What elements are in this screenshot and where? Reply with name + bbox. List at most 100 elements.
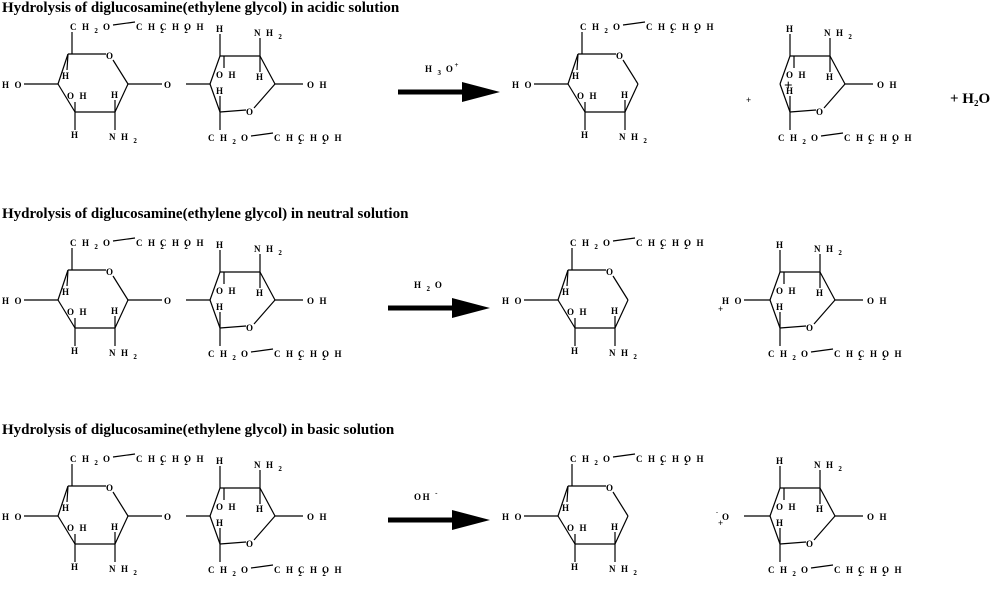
ring-oxygen-label: O: [106, 267, 115, 277]
bond: [112, 21, 136, 26]
ch2o-label: C H 2: [778, 133, 808, 146]
ch2-label: C H 2: [834, 565, 864, 578]
hydrogen-label: H: [62, 287, 71, 297]
bond: [57, 515, 76, 545]
bond: [250, 564, 274, 569]
bond: [253, 515, 276, 541]
bond: [57, 83, 76, 113]
ch2-label: C H 2: [274, 133, 304, 146]
bond: [813, 515, 836, 541]
bond: [576, 53, 579, 71]
bond: [823, 83, 846, 109]
hydroxyl-label: O H: [67, 307, 88, 317]
ch2-label: C H 2: [844, 133, 874, 146]
ch2-label: C H 2: [834, 349, 864, 362]
ether-o-label: O: [103, 454, 112, 464]
ether-o-label: O: [103, 238, 112, 248]
hydrogen-label: H: [256, 504, 265, 514]
hydroxyl-label: O H: [786, 70, 807, 80]
bond: [779, 325, 807, 329]
hydroxyl-label: O H: [567, 523, 588, 533]
ring-oxygen-label: O: [606, 483, 615, 493]
ether-o-label: O: [801, 565, 810, 575]
hydroxyl-label: H O: [2, 512, 23, 522]
bond: [624, 83, 639, 113]
hydrogen-label: H: [571, 562, 580, 572]
hydrogen-label: H: [816, 288, 825, 298]
hydrogen-label: H: [826, 72, 835, 82]
bond: [57, 269, 69, 301]
hydroxyl-label: H O: [502, 296, 523, 306]
bond: [66, 53, 69, 71]
bond: [209, 487, 221, 517]
hydrogen-label: H: [111, 306, 120, 316]
ch2o-label: C H 2: [208, 133, 238, 146]
hydrogen-label: H: [776, 518, 785, 528]
hydroxyl-label: O H: [776, 286, 797, 296]
bond: [612, 237, 636, 242]
ring-oxygen-label: O: [606, 267, 615, 277]
bond: [57, 485, 69, 517]
bond: [209, 271, 221, 301]
bond: [566, 269, 569, 287]
ring-oxygen-label: O: [246, 323, 255, 333]
amine-label: N H 2: [109, 132, 139, 145]
ring-oxygen-label: O: [106, 483, 115, 493]
bond: [259, 487, 276, 517]
bond: [612, 453, 636, 458]
ch2-label: C H 2: [160, 22, 190, 35]
ether-o-label: O: [103, 22, 112, 32]
hydrogen-label: H: [62, 71, 71, 81]
ch2-label: C H 2: [136, 22, 166, 35]
bond: [769, 487, 781, 517]
bond: [829, 55, 846, 85]
hydrogen-label: H: [611, 306, 620, 316]
ch2-label: C H 2: [160, 454, 190, 467]
ether-o-label: O: [603, 238, 612, 248]
hydrogen-label: H: [216, 24, 225, 34]
oh-label: O H: [684, 454, 705, 464]
ring-oxygen-label: O: [806, 323, 815, 333]
ch2o-label: C H 2: [768, 349, 798, 362]
ch2-label: C H 2: [858, 349, 888, 362]
amine-label: N H 2: [109, 564, 139, 577]
ch2-label: C H 2: [858, 565, 888, 578]
reagent-label: H 3 O+: [425, 61, 460, 77]
bond: [66, 485, 69, 503]
bond: [219, 541, 247, 545]
hydrogen-label: H: [776, 456, 785, 466]
bond: [57, 299, 76, 329]
bond: [112, 237, 136, 242]
hydrogen-label: H: [562, 287, 571, 297]
hydroxyl-label: O H: [877, 80, 898, 90]
hydroxyl-label: H O: [2, 80, 23, 90]
hydrogen-label: H: [71, 130, 80, 140]
bond: [209, 55, 221, 85]
oh-label: O H: [694, 22, 715, 32]
hydrogen-label: H: [216, 240, 225, 250]
bond: [567, 53, 579, 85]
hydroxyl-label: O H: [216, 286, 237, 296]
ring-oxygen-label: O: [246, 539, 255, 549]
hydroxyl-label: O H: [307, 296, 328, 306]
bond: [219, 109, 247, 113]
plus-sign: +: [718, 518, 725, 528]
hydrogen-label: H: [786, 24, 795, 34]
glycosidic-oxygen-label: O: [164, 80, 173, 90]
ch2-label: C H 2: [274, 349, 304, 362]
ch2-label: C H 2: [646, 22, 676, 35]
bond: [557, 299, 576, 329]
hydroxyl-label: O H: [577, 91, 598, 101]
ether-o-label: O: [811, 133, 820, 143]
oh-label: O H: [184, 22, 205, 32]
reaction-arrow: [388, 298, 490, 318]
ether-o-label: O: [603, 454, 612, 464]
bond: [66, 269, 69, 287]
bond: [820, 132, 844, 137]
ether-o-label: O: [613, 22, 622, 32]
glycosidic-oxygen-label: O: [164, 512, 173, 522]
hydroxyl-label: O H: [867, 296, 888, 306]
oh-label: O H: [892, 133, 913, 143]
ch2-label: C H 2: [868, 133, 898, 146]
